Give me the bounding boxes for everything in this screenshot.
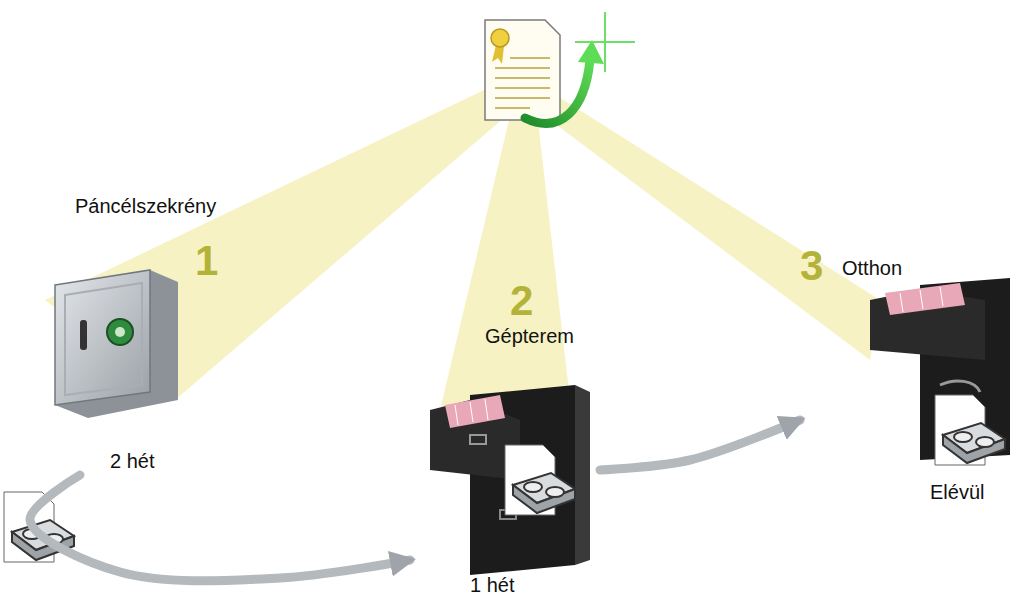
location-label: Elévül — [930, 481, 984, 504]
location-label: Gépterem — [485, 325, 574, 348]
location-safe: Páncélszekrény 1 2 hét — [55, 195, 245, 475]
callout-number: 2 — [510, 280, 533, 322]
location-label: Otthon — [842, 257, 902, 280]
location-label: 1 hét — [470, 574, 514, 597]
location-machine-room: 2Gépterem 1 hét — [410, 280, 600, 600]
tape-icon — [505, 445, 575, 515]
rotation-arrow — [600, 420, 800, 470]
callout-number: 3 — [800, 245, 823, 287]
callout-number: 1 — [195, 240, 218, 282]
file-cabinet — [430, 385, 590, 575]
location-label: 2 hét — [110, 450, 154, 473]
tape-icon — [935, 395, 1005, 465]
certificate-icon — [485, 12, 635, 123]
safe-illustration — [55, 270, 178, 418]
location-home: 3 OtthonElévül — [800, 245, 1016, 510]
location-label: Páncélszekrény — [75, 195, 216, 218]
rotation-arrow — [30, 475, 410, 581]
